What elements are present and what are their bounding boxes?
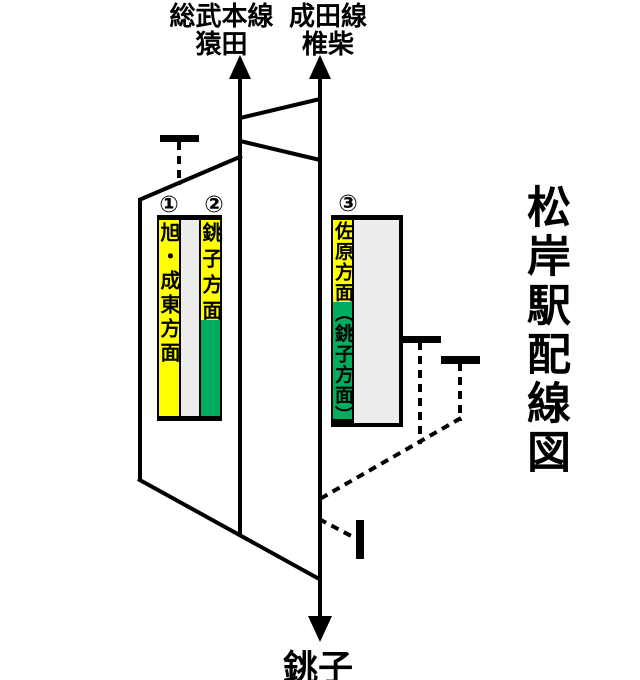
line-name-sobu: 総武本線 [169, 2, 274, 32]
arrowhead-up-narita [309, 55, 331, 79]
platform-3-stripe-green [333, 302, 352, 419]
buffer-stop-siding-1 [399, 336, 441, 343]
platform-2-stripe-yellow [201, 220, 220, 320]
station-shiibashi: 椎柴 [301, 30, 354, 60]
platform-1-stripe [159, 220, 179, 416]
platform-1-2-surface [181, 220, 199, 416]
platform-2-stripe-green [201, 320, 220, 416]
station-saruta: 猿田 [195, 30, 248, 60]
platform-3-surface [354, 220, 399, 423]
crossover-lower [239, 139, 321, 162]
arrowhead-up-sobu [229, 55, 251, 79]
platform-3-number: ③ [338, 191, 358, 217]
platform-2-number: ② [204, 192, 224, 218]
crossover-upper [239, 97, 321, 120]
loop-track-merge [137, 477, 322, 582]
diagram-title: 松岸駅配線図 [519, 184, 570, 478]
platform-2-destination: 銚子方面 [199, 222, 223, 326]
siding-junction-track [317, 416, 462, 502]
line-name-narita: 成田線 [288, 2, 367, 32]
platform-1-number: ① [159, 192, 179, 218]
buffer-stop-upper-left [160, 135, 199, 142]
buffer-stop-lower-right [356, 520, 364, 559]
platform-3-destination: 佐原方面（銚子方面） [332, 221, 354, 426]
station-choshi: 銚子 [282, 649, 353, 680]
buffer-stop-siding-2 [441, 356, 480, 364]
siding-stub-lower-right [318, 517, 356, 540]
loop-track-branch [138, 154, 243, 202]
arrowhead-down-choshi [308, 616, 332, 642]
platform-1-destination: 旭・成東方面 [157, 222, 181, 366]
platform-3-stripe-yellow [333, 220, 352, 302]
